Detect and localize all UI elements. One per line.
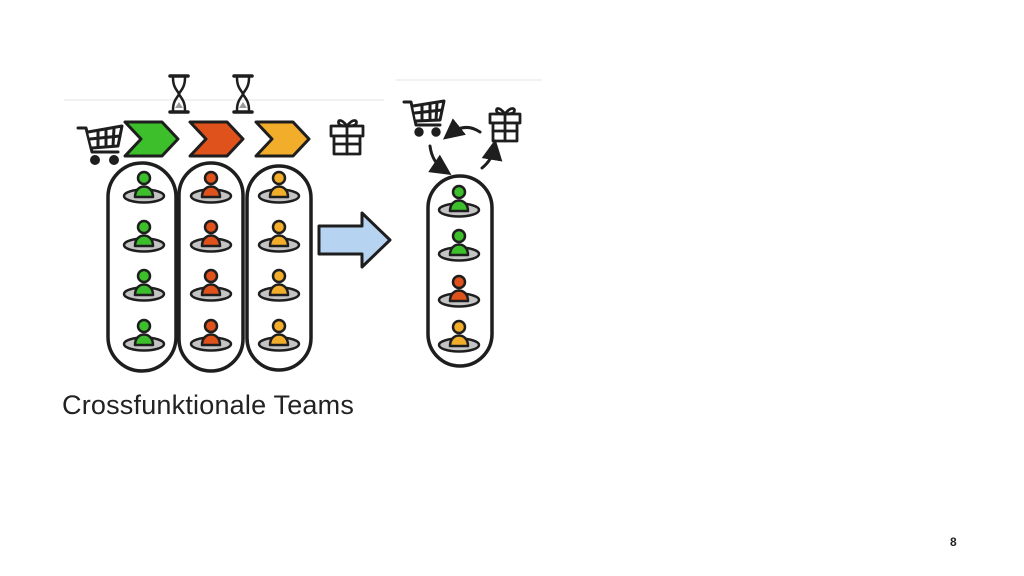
crossfunctional-team-column [426,174,494,368]
left-people-group [122,170,301,352]
chevron-red-icon [188,120,245,158]
red-person-icon [437,274,481,308]
team-column-green [106,161,178,373]
orange-person-icon [257,170,301,204]
green-person-icon [437,184,481,218]
gift-icon [329,119,365,156]
red-person-icon [189,268,233,302]
gift-icon [488,107,522,143]
red-person-icon [189,170,233,204]
caption: Crossfunktionale Teams [62,390,355,420]
red-person-icon [189,219,233,253]
hourglass-icon [168,74,190,114]
page-number: 8 [950,535,957,549]
hourglass-icon [232,74,254,114]
cart-icon [76,124,124,165]
team-column-red [177,161,245,373]
cart-icon [402,99,446,137]
green-person-icon [122,268,166,302]
right-people-group [437,184,481,353]
chevron-orange-icon [254,120,311,158]
green-person-icon [437,228,481,262]
orange-person-icon [437,319,481,353]
green-person-icon [122,170,166,204]
chevron-green-icon [123,120,180,158]
team-column-orange [245,164,313,372]
green-person-icon [122,219,166,253]
cycle-arrows-icon [428,118,503,175]
orange-person-icon [257,268,301,302]
green-person-icon [122,318,166,352]
orange-person-icon [257,219,301,253]
orange-person-icon [257,318,301,352]
red-person-icon [189,318,233,352]
arrow-right-icon [317,211,392,269]
